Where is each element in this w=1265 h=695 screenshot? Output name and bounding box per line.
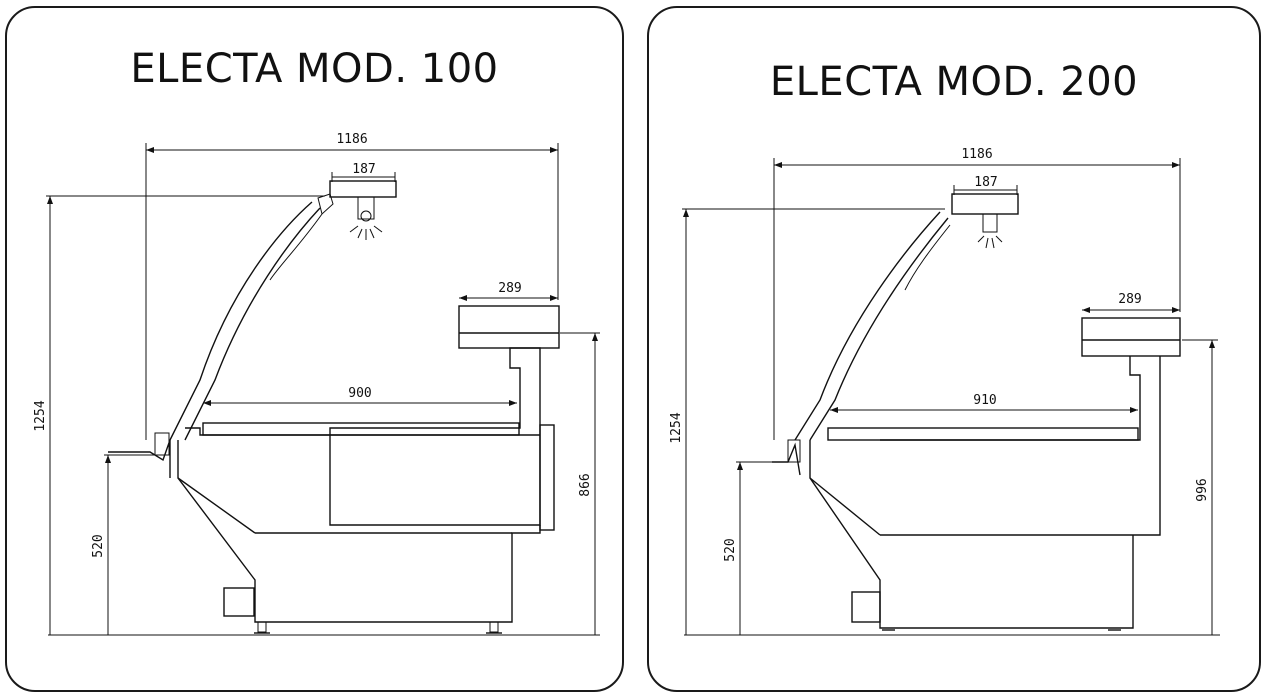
front-glass-inner: [809, 217, 949, 441]
front-glass: [794, 211, 941, 441]
arrow: [683, 209, 689, 217]
model-100-title: ELECTA MOD. 100: [130, 46, 499, 92]
lamp-holder: [357, 196, 375, 220]
arrow: [509, 400, 517, 406]
front-bumper: [108, 439, 171, 478]
lamp-box: [329, 180, 397, 198]
dim-lamp-width: 187: [974, 175, 997, 190]
arrow: [146, 147, 154, 153]
top-shelf: [1081, 317, 1181, 357]
cabinet-slope: [177, 477, 256, 534]
arrow: [1209, 340, 1215, 348]
foot: [257, 621, 267, 633]
glass-profile: [904, 224, 951, 291]
model-200-panel: ELECTA MOD. 200: [647, 6, 1261, 692]
dim-shelf-width: 289: [1118, 292, 1141, 307]
model-200-drawing: 1186 187 1254 520 289: [669, 147, 1220, 636]
arrow: [1130, 407, 1138, 413]
lamp-bulb: [360, 210, 372, 222]
top-shelf: [458, 305, 560, 349]
arrow: [592, 333, 598, 341]
dim-total-width: 1186: [336, 132, 367, 147]
light-rays: [349, 225, 383, 240]
display-tray: [827, 427, 1139, 441]
model-200-title: ELECTA MOD. 200: [769, 59, 1139, 105]
arrow: [203, 400, 211, 406]
dim-total-height: 1254: [669, 412, 684, 443]
dim-counter-height: 866: [578, 473, 593, 496]
glass-hinge: [317, 193, 334, 215]
arrow: [550, 147, 558, 153]
front-glass: [169, 201, 313, 441]
arrow: [1172, 307, 1180, 313]
foot: [489, 621, 499, 633]
tray-edge: [185, 427, 540, 436]
cabinet-outline: [177, 440, 541, 623]
front-glass-inner: [184, 207, 321, 441]
dim-shelf-width: 289: [498, 281, 521, 296]
arrow: [830, 407, 838, 413]
arrow: [47, 196, 53, 204]
arrow: [1172, 162, 1180, 168]
back-panel: [880, 356, 1161, 536]
front-bracket: [787, 439, 801, 463]
model-100-drawing: 1186 187 1254 520: [33, 132, 600, 636]
lamp-box: [951, 193, 1019, 215]
compressor-box: [851, 591, 881, 623]
rear-door: [539, 424, 555, 531]
dim-tray-width: 910: [973, 393, 996, 408]
dim-lamp-width: 187: [352, 162, 375, 177]
dim-counter-height: 996: [1195, 478, 1210, 501]
arrow: [1082, 307, 1090, 313]
arrow: [550, 295, 558, 301]
front-bumper: [772, 442, 801, 476]
lamp-holder: [982, 213, 998, 233]
arrow: [774, 162, 782, 168]
cabinet-outline: [809, 440, 1134, 629]
light-rays: [977, 235, 1003, 249]
arrow: [737, 462, 743, 470]
display-tray: [202, 422, 520, 436]
dim-front-height: 520: [723, 538, 738, 561]
compressor-box: [223, 587, 255, 617]
cabinet-slope: [809, 477, 881, 536]
back-panel: [329, 347, 541, 526]
dim-tray-width: 900: [348, 386, 371, 401]
front-bracket: [154, 432, 170, 456]
arrow: [459, 295, 467, 301]
glass-profile: [269, 213, 323, 281]
arrow: [105, 455, 111, 463]
dim-total-height: 1254: [33, 400, 48, 431]
dim-front-height: 520: [91, 534, 106, 557]
dim-total-width: 1186: [961, 147, 992, 162]
